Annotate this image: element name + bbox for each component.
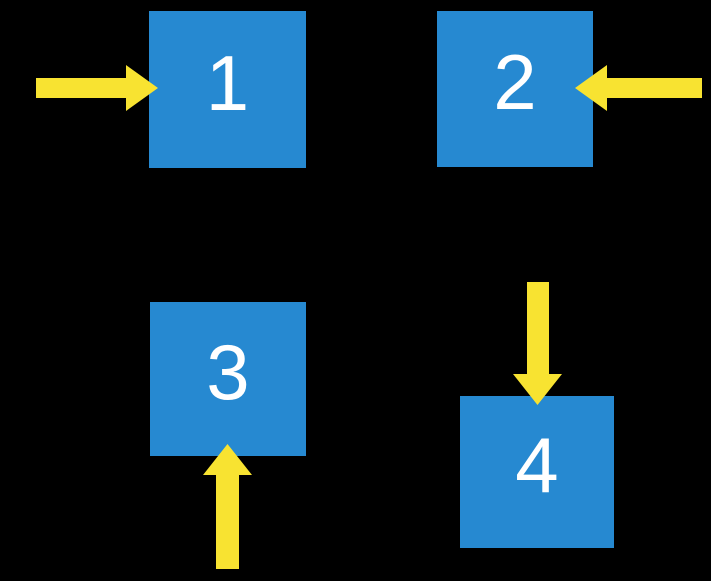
arrow-right-icon xyxy=(36,65,158,111)
box-4[interactable]: 4 xyxy=(460,396,614,548)
box-1-label: 1 xyxy=(205,38,250,127)
box-4-label: 4 xyxy=(515,421,559,509)
box-1[interactable]: 1 xyxy=(149,11,306,168)
box-3[interactable]: 3 xyxy=(150,302,306,456)
arrow-up-icon xyxy=(203,444,252,569)
box-3-label: 3 xyxy=(206,328,250,416)
box-2-label: 2 xyxy=(493,38,537,126)
arrow-down-icon xyxy=(513,282,562,405)
box-2[interactable]: 2 xyxy=(437,11,593,167)
arrow-left-icon xyxy=(575,65,702,111)
